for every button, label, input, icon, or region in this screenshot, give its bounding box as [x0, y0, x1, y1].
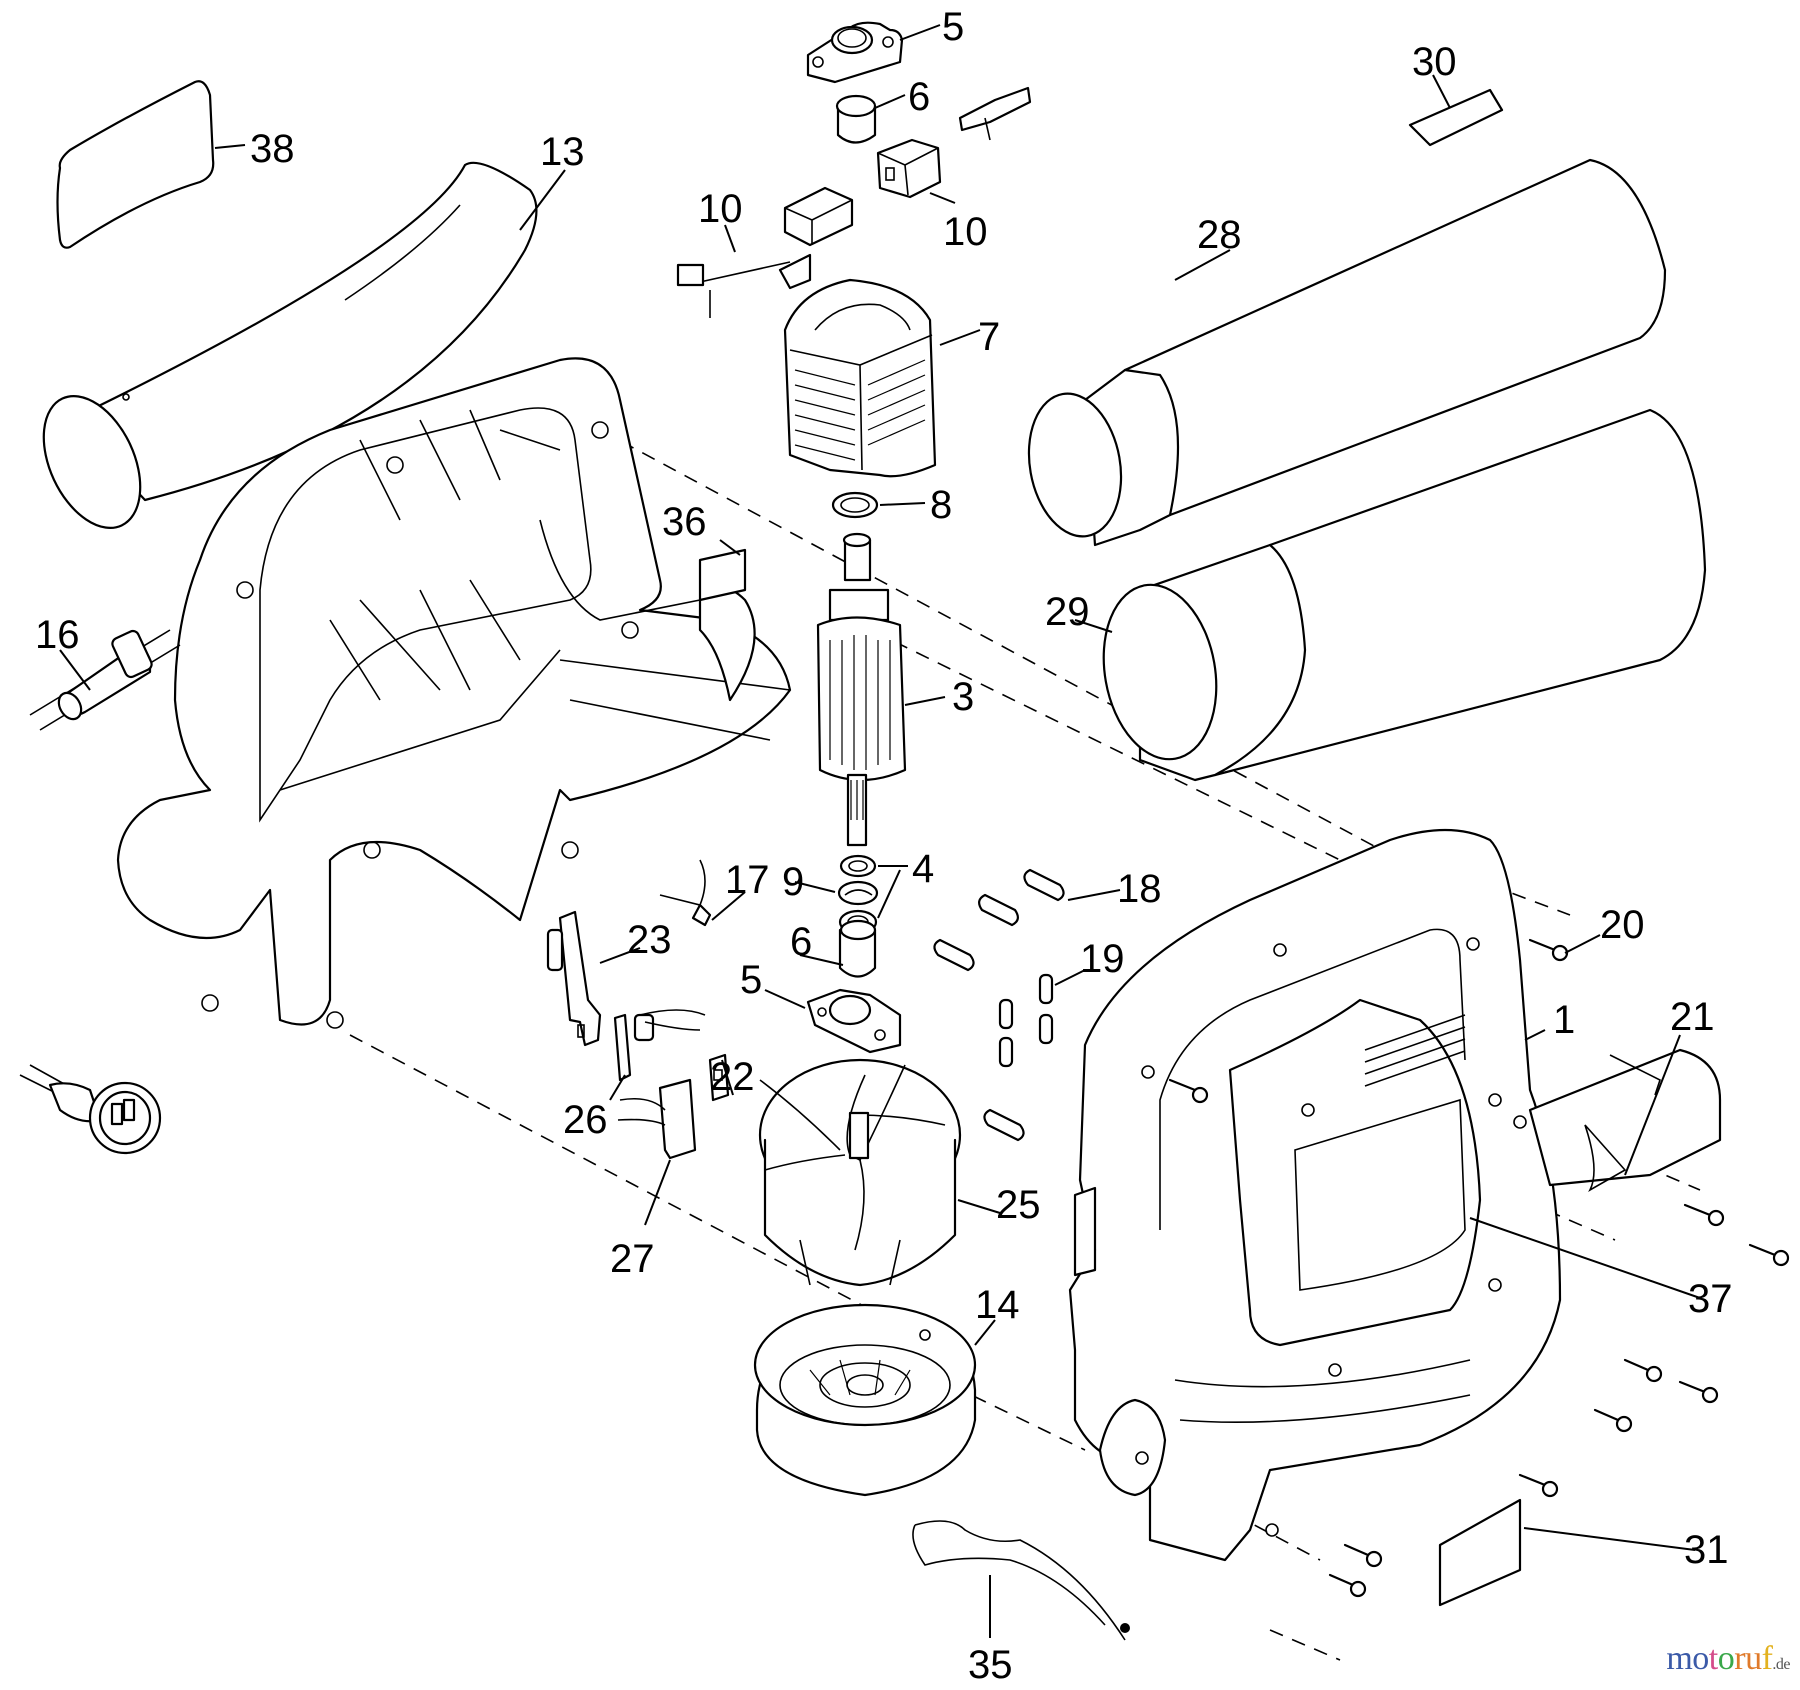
label-31: 31: [1684, 1528, 1729, 1572]
screw[interactable]: [1623, 1358, 1663, 1383]
label-7: 7: [978, 315, 1000, 359]
label-20: 20: [1600, 903, 1645, 947]
label-21: 21: [1670, 995, 1715, 1039]
part-4-washer-upper[interactable]: [839, 854, 877, 878]
part-35-cord-retainer[interactable]: [912, 1520, 1130, 1641]
label-6-lower: 6: [790, 920, 812, 964]
label-27: 27: [610, 1237, 655, 1281]
screw[interactable]: [1528, 938, 1569, 962]
logo-letter: o: [1717, 1640, 1735, 1677]
label-17: 17: [725, 858, 770, 902]
part-38-label[interactable]: [56, 80, 215, 249]
label-26: 26: [563, 1098, 608, 1142]
part-1-housing[interactable]: [1068, 828, 1722, 1562]
screws[interactable]: [1168, 938, 1790, 1598]
leader-lines: [59, 24, 1701, 1638]
logo-tld: .de: [1772, 1656, 1790, 1673]
part-16-cord-strain-relief[interactable]: [29, 629, 181, 731]
screw[interactable]: [1593, 1408, 1633, 1433]
label-8: 8: [930, 483, 952, 527]
label-10-right: 10: [943, 210, 988, 254]
part-18-pins[interactable]: [933, 868, 1065, 1142]
part-7-field-stator[interactable]: [783, 278, 937, 478]
label-35: 35: [968, 1643, 1013, 1687]
label-23: 23: [627, 918, 672, 962]
screw[interactable]: [1518, 1473, 1559, 1498]
part-3-armature[interactable]: [816, 532, 907, 847]
label-5-lower: 5: [740, 958, 762, 1002]
motoruf-watermark-logo: motoruf.de: [1666, 1640, 1790, 1678]
part-30-label[interactable]: [1408, 88, 1504, 147]
part-plug: [19, 1064, 162, 1155]
screw[interactable]: [1683, 1203, 1725, 1227]
label-29: 29: [1045, 590, 1090, 634]
label-5-top: 5: [942, 5, 964, 49]
label-28: 28: [1197, 213, 1242, 257]
label-38: 38: [250, 127, 295, 171]
label-16: 16: [35, 613, 80, 657]
part-23-speed-control[interactable]: [546, 910, 602, 1047]
screw[interactable]: [1748, 1243, 1790, 1267]
logo-letter: u: [1745, 1640, 1762, 1677]
part-17-wire-connector[interactable]: [659, 859, 712, 927]
part-10-brush-box-right[interactable]: [876, 138, 942, 199]
part-10-brush-holder-left[interactable]: [676, 253, 812, 318]
screw[interactable]: [1343, 1543, 1383, 1568]
label-22: 22: [710, 1055, 755, 1099]
label-1: 1: [1553, 998, 1575, 1042]
label-37: 37: [1688, 1277, 1733, 1321]
part-29-vacuum-tube-lower[interactable]: [1091, 408, 1707, 782]
label-6-top: 6: [908, 75, 930, 119]
label-14: 14: [975, 1283, 1020, 1327]
part-14-fan-cover[interactable]: [753, 1303, 977, 1497]
label-36: 36: [662, 500, 707, 544]
part-labels: 38 13 5 6 10 10 30 28 7 8 36 29 16 3 9 4…: [35, 5, 1733, 1687]
label-4: 4: [912, 847, 934, 891]
screw[interactable]: [1168, 1078, 1209, 1104]
screw[interactable]: [1678, 1380, 1719, 1404]
logo-letter: f: [1761, 1640, 1773, 1677]
part-36-label[interactable]: [698, 548, 747, 602]
part-5-bearing-bracket-lower[interactable]: [806, 988, 902, 1054]
part-5-bearing-bracket-top[interactable]: [806, 21, 904, 84]
part-8-washer[interactable]: [831, 491, 879, 519]
label-13: 13: [540, 130, 585, 174]
logo-letter: o: [1692, 1640, 1709, 1677]
part-28-vacuum-tube-upper[interactable]: [1018, 158, 1667, 547]
logo-letter: r: [1734, 1640, 1746, 1677]
part-19-pins[interactable]: [998, 973, 1054, 1068]
label-10-left: 10: [698, 187, 743, 231]
label-18: 18: [1117, 867, 1162, 911]
part-10-brush-right-small: [958, 86, 1032, 141]
logo-letter: m: [1666, 1640, 1693, 1677]
label-9: 9: [782, 860, 804, 904]
part-6-bearing-lower[interactable]: [838, 919, 877, 978]
part-6-bearing-top[interactable]: [835, 94, 877, 144]
label-3: 3: [952, 675, 974, 719]
label-25: 25: [996, 1183, 1041, 1227]
part-26-switch-assembly[interactable]: [613, 1009, 706, 1082]
label-30: 30: [1412, 40, 1457, 84]
part-10-brush-box-center[interactable]: [783, 186, 854, 247]
part-left-housing[interactable]: [116, 357, 792, 1029]
part-25-impeller[interactable]: [758, 1058, 962, 1287]
part-27-switch[interactable]: [617, 1078, 697, 1160]
part-13-blower-tube[interactable]: [24, 161, 538, 543]
screw[interactable]: [1328, 1573, 1367, 1598]
part-31-label[interactable]: [1438, 1498, 1522, 1607]
part-9-spring-washer[interactable]: [837, 880, 879, 906]
label-19: 19: [1080, 937, 1125, 981]
logo-letter: t: [1708, 1640, 1718, 1677]
